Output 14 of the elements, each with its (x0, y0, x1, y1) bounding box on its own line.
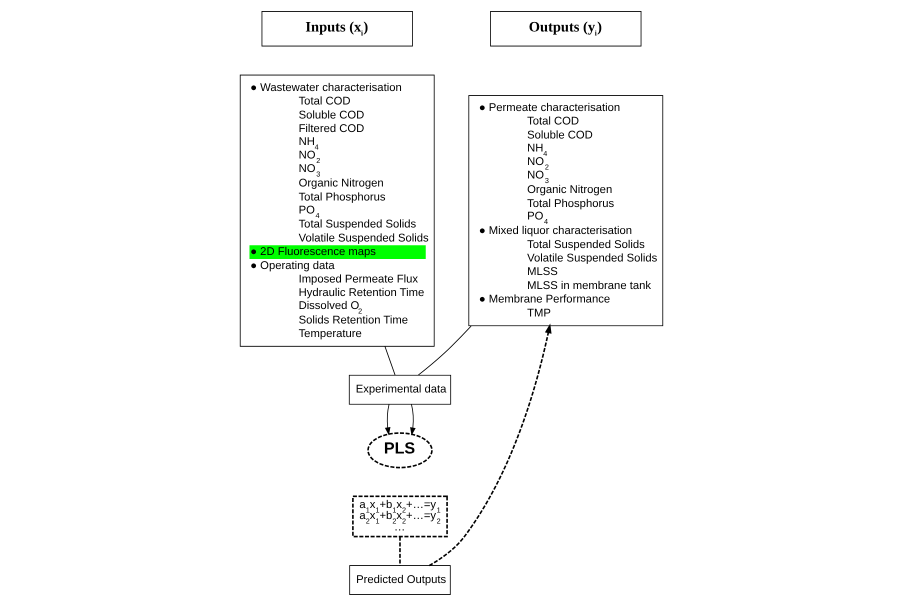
node-box: ● Permeate characterisation Total COD Soluble COD NH$_{4}$ NO$_{2}$ NO$_{3}$ Organic Nitrogen Total Phosphorus PO$_{4}$ ● Mixed liquor characterisation Total Suspended Solids Volatile Suspended Solids MLSS MLSS in membrane tank ● Membrane Performance TMP (468, 95, 663, 326)
arrow (384, 404, 390, 436)
node-ellipse: PLS (366, 432, 432, 468)
connector (417, 326, 472, 376)
node-box: Inputs (x$_{i}$) (261, 11, 412, 46)
node-box: ● Wastewater characterisation Total COD Soluble COD Filtered COD NH$_{4}$ NO$_{2}$ NO$_{3}$ Organic Nitrogen Total Phosphorus PO$_{4}$ Total Suspended Solids Volatile Suspended Solids ● 2D Fluorescence maps ● Operating data Imposed Permeate Flux Hydraulic Retention Time Dissolved O$_{2}$ Solids Retention Time Temperature (239, 74, 434, 347)
connector (398, 536, 400, 566)
node-box: Outputs (y$_{i}$) (490, 11, 641, 46)
arrow (410, 404, 416, 436)
node-box: Predicted Outputs (348, 565, 450, 595)
node-box: Experimental data (348, 374, 451, 405)
node-box: a$_{1}$x$_{1}$+b$_{1}$x$_{2}$+…=y$_{1}$ a$_{2}$x$_{1}$+b$_{2}$x$_{2}$+…=y$_{2}$ … (352, 496, 448, 538)
connector (384, 346, 395, 376)
arrow (428, 324, 552, 566)
